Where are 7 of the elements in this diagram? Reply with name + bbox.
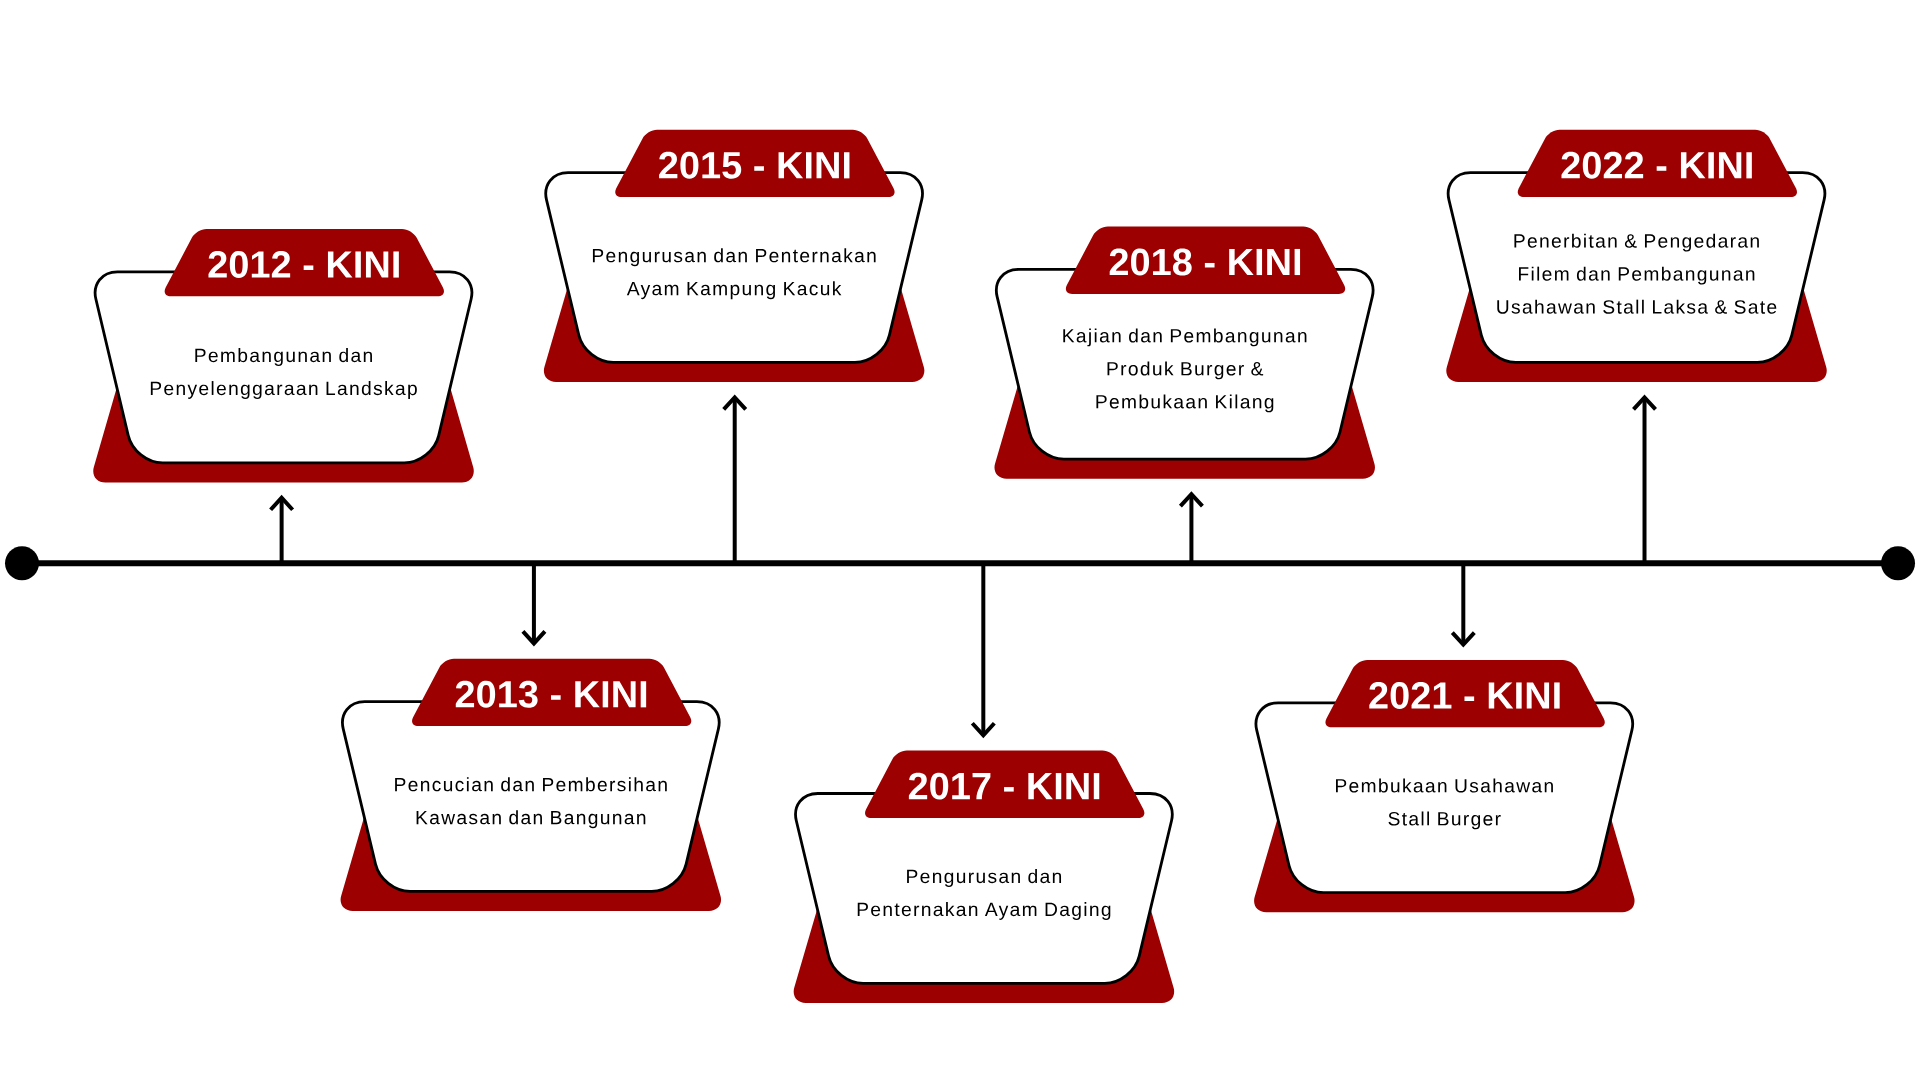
arrow: [269, 494, 295, 564]
arrow: [1178, 491, 1204, 564]
arrow: [521, 563, 547, 647]
arrow: [722, 394, 748, 564]
arrow: [1632, 394, 1657, 564]
arrow: [1450, 563, 1476, 648]
arrow: [970, 563, 996, 739]
